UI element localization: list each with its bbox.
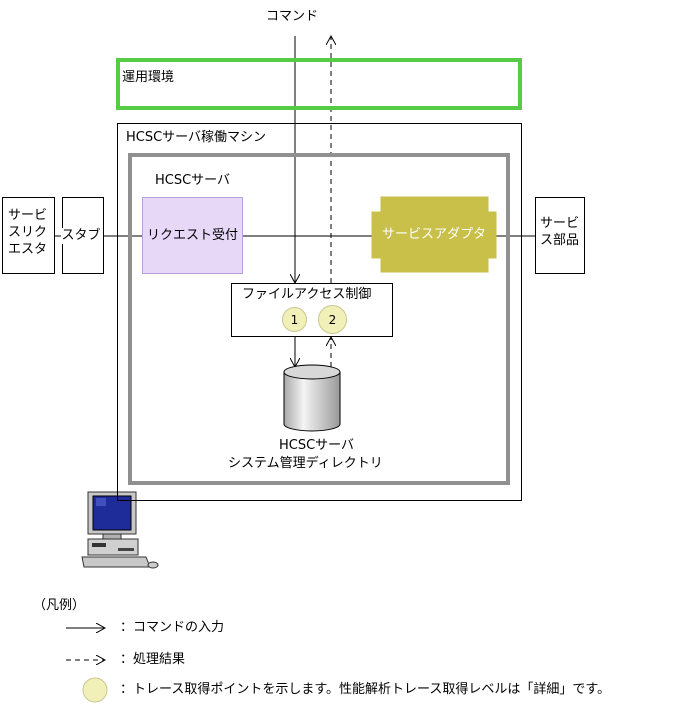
hcsc-machine-box: [117, 123, 522, 501]
stub-box: スタブ: [61, 197, 104, 274]
operating-environment-label: 運用環境: [122, 70, 175, 85]
request-receiver-label: リクエスト受付: [146, 227, 238, 244]
operating-environment-box: [116, 58, 522, 110]
service-requester-line: サービ: [8, 208, 48, 223]
service-component-box: サービ ス部品: [535, 197, 585, 274]
service-adapter-label: サービスアダプタ: [381, 226, 486, 242]
file-access-control-label: ファイルアクセス制御: [242, 287, 372, 303]
trace-point-number: 2: [328, 312, 337, 327]
legend-dashed-arrow-desc: ：処理結果: [120, 652, 186, 667]
service-requester-line: スリク: [8, 225, 48, 240]
legend-trace-point: [82, 677, 108, 703]
service-adapter-box: サービスアダプタ: [372, 197, 496, 272]
database-label-line1: HCSCサーバ: [279, 438, 355, 453]
command-label: コマンド: [266, 9, 319, 24]
service-requester-line: エスタ: [8, 242, 48, 257]
trace-point-number: 1: [290, 312, 299, 327]
database-cylinder-icon: [283, 364, 341, 432]
stub-label: スタブ: [61, 227, 101, 244]
database-label-line2: システム管理ディレクトリ: [228, 456, 383, 471]
service-requester-box: サービ スリク エスタ: [2, 197, 55, 274]
hcsc-machine-label: HCSCサーバ稼働マシン: [126, 130, 267, 145]
trace-point-1: 1: [282, 307, 307, 332]
legend-trace-point-desc: ：トレース取得ポイントを示します。性能解析トレース取得レベルは「詳細」です。: [120, 682, 611, 697]
legend-title: （凡例）: [33, 598, 86, 613]
legend-solid-arrow-desc: ：コマンドの入力: [120, 620, 225, 635]
service-component-line: サービ: [540, 216, 580, 231]
hcsc-server-label: HCSCサーバ: [155, 173, 231, 188]
request-receiver-box: リクエスト受付: [142, 197, 243, 274]
service-component-line: ス部品: [540, 233, 580, 248]
computer-icon: [81, 491, 159, 569]
hcsc-server-box: [128, 153, 510, 485]
trace-point-2: 2: [318, 305, 347, 334]
service-adapter-shape: [371, 196, 497, 273]
